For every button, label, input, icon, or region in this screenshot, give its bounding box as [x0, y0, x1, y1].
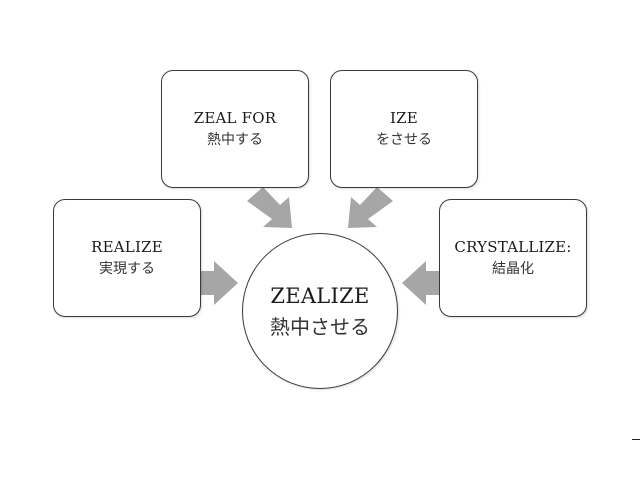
zealize-center-circle: ZEALIZE 熱中させる: [242, 233, 398, 389]
zeal-for-subtitle: 熱中する: [207, 132, 263, 148]
edge-tick-mark: [632, 439, 640, 440]
crystallize-box: CRYSTALLIZE: 結晶化: [439, 199, 587, 317]
realize-box: REALIZE 実現する: [53, 199, 201, 317]
crystallize-title: CRYSTALLIZE:: [454, 238, 572, 256]
realize-title: REALIZE: [91, 238, 163, 256]
arrow-realize-to-center: [201, 261, 238, 305]
center-title: ZEALIZE: [270, 284, 370, 308]
ize-box: IZE をさせる: [330, 70, 478, 188]
crystallize-subtitle: 結晶化: [492, 261, 534, 277]
realize-subtitle: 実現する: [99, 261, 155, 277]
arrow-crystal-to-center: [402, 261, 439, 305]
arrow-zeal-to-center: [247, 187, 292, 228]
zeal-for-title: ZEAL FOR: [193, 109, 277, 127]
ize-title: IZE: [390, 109, 418, 127]
zeal-for-box: ZEAL FOR 熱中する: [161, 70, 309, 188]
center-subtitle: 熱中させる: [270, 315, 370, 339]
ize-subtitle: をさせる: [376, 132, 432, 148]
arrow-ize-to-center: [348, 187, 393, 228]
